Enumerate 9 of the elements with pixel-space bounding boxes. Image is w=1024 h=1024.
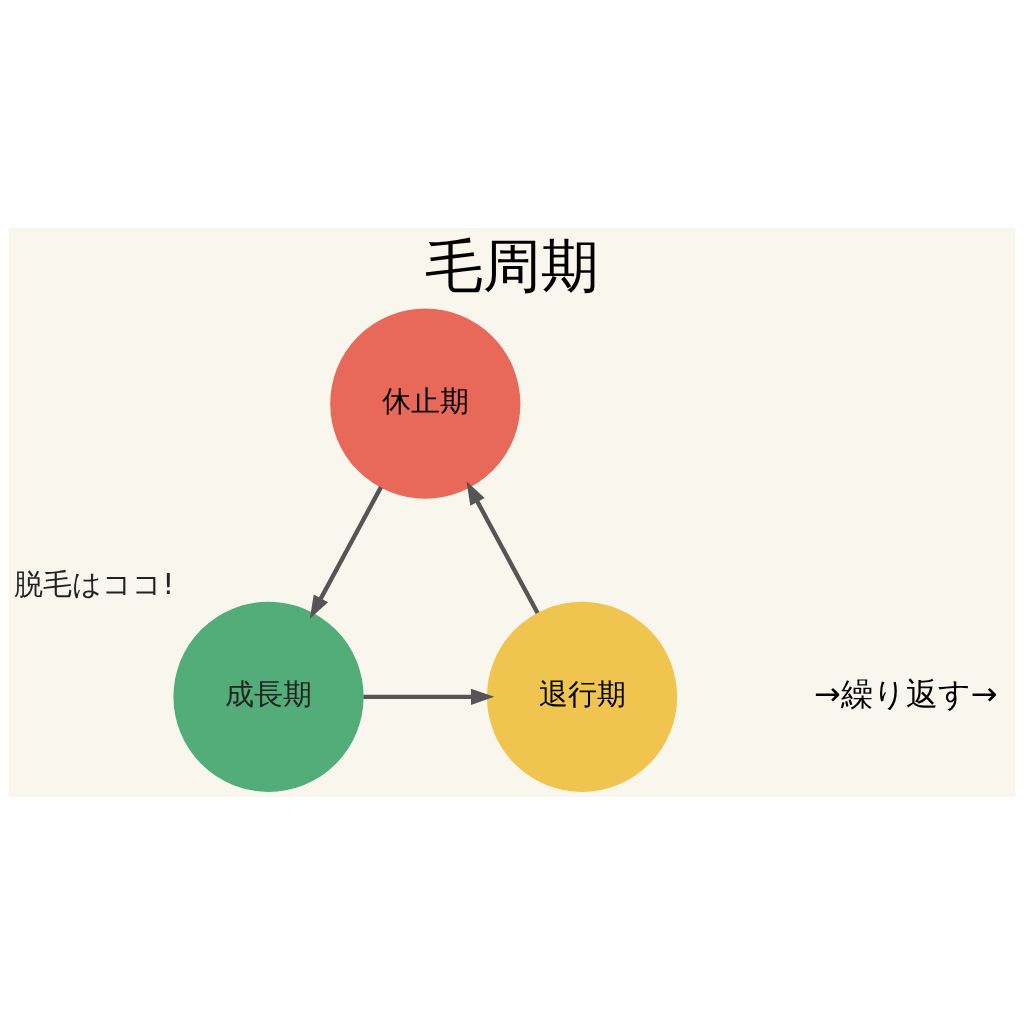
arrow [309, 485, 383, 619]
arrow [466, 480, 540, 614]
label: →繰り返す→ [813, 674, 998, 713]
node-circle: 休止期 [330, 308, 521, 499]
arrow [363, 688, 495, 705]
node-circle: 退行期 [486, 601, 678, 792]
node-circle: 成長期 [173, 601, 364, 792]
node-label: 脱毛はココ! [14, 566, 175, 601]
diagram-title: 毛周期 [425, 231, 599, 300]
